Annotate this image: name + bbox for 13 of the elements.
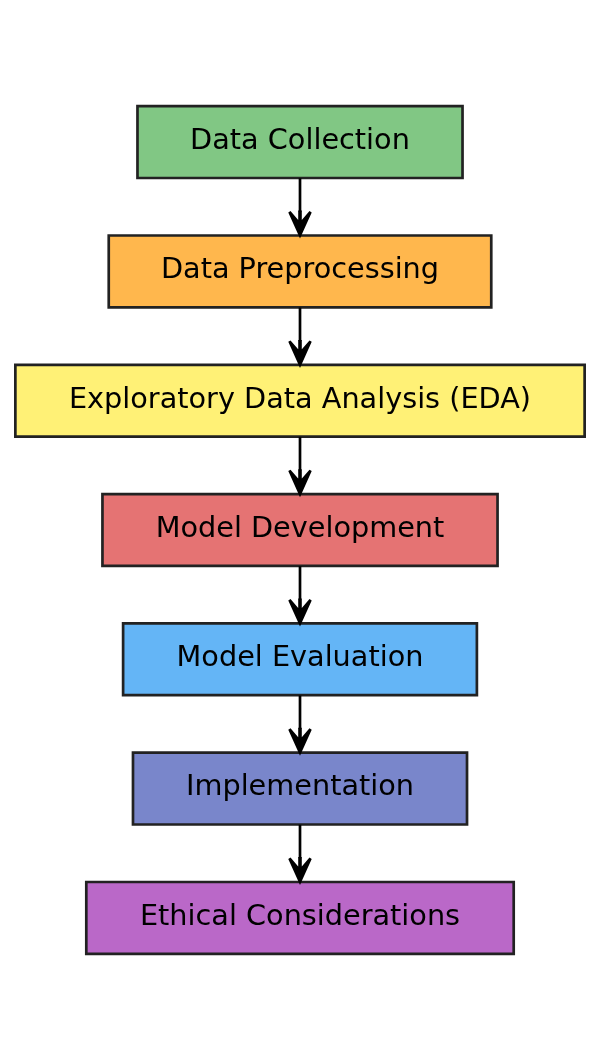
arrow xyxy=(288,177,312,237)
node-box: Model Development xyxy=(101,492,499,567)
node-box: Exploratory Data Analysis (EDA) xyxy=(14,362,586,438)
node-box: Data Preprocessing xyxy=(107,233,493,309)
node-box: Ethical Considerations xyxy=(84,880,516,955)
arrow xyxy=(288,824,312,883)
arrow xyxy=(288,565,312,625)
node-box: Data Collection xyxy=(136,104,464,179)
arrow xyxy=(288,694,312,754)
node-box: Implementation xyxy=(131,750,469,826)
node-box: Model Evaluation xyxy=(121,621,479,697)
arrow xyxy=(288,307,312,366)
arrow xyxy=(288,436,312,495)
